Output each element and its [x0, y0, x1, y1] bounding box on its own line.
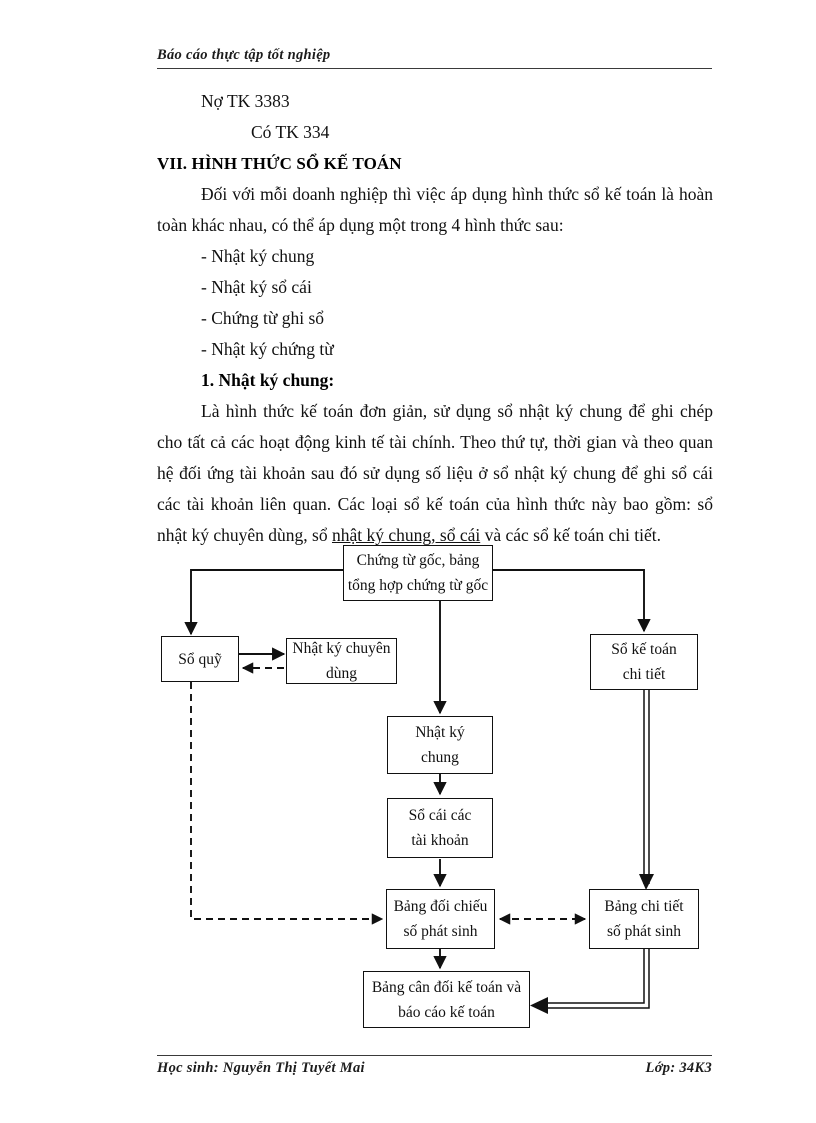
arrowhead-detailbalance	[639, 874, 654, 890]
node-line: Bảng đối chiếu	[393, 898, 488, 915]
section-heading: VII. HÌNH THỨC SỔ KẾ TOÁN	[157, 154, 402, 173]
header-divider	[157, 68, 712, 69]
list-item: - Nhật ký chung	[201, 246, 315, 266]
main-paragraph: Là hình thức kế toán đơn giản, sử dụng s…	[157, 396, 713, 551]
intro-paragraph: Đối với mỗi doanh nghiệp thì việc áp dụn…	[157, 184, 713, 235]
footer-divider	[157, 1055, 712, 1056]
node-line: báo cáo kế toán	[398, 1003, 495, 1021]
node-final-report: Bảng cân đối kế toán và báo cáo kế toán	[363, 971, 530, 1028]
main-paragraph-text: Là hình thức kế toán đơn giản, sử dụng s…	[157, 401, 713, 545]
node-line: Sổ kế toán	[611, 641, 677, 658]
node-line: Sổ quỹ	[178, 650, 222, 668]
node-line: Bảng cân đối kế toán và	[371, 978, 522, 996]
footer-class: Lớp: 34K3	[645, 1060, 712, 1076]
connector-source-to-cashbook	[184, 569, 343, 636]
node-detail-ledger: Sổ kế toán chi tiết	[590, 634, 698, 690]
connector-source-to-detailledger	[493, 569, 651, 633]
sub-heading: 1. Nhật ký chung:	[201, 370, 335, 390]
node-general-journal: Nhật ký chung	[387, 716, 493, 774]
node-line: tài khoản	[411, 832, 469, 849]
node-line: dùng	[326, 665, 357, 682]
list-item: - Chứng từ ghi sổ	[201, 308, 325, 328]
node-line: chi tiết	[622, 666, 666, 683]
main-paragraph-underlined: nhật ký chung, sổ cái	[331, 525, 481, 545]
header-title: Báo cáo thực tập tốt nghiệp	[157, 47, 331, 63]
node-line: Sổ cái các	[408, 807, 472, 824]
journal-entry-debit: Nợ TK 3383	[201, 91, 290, 111]
node-special-journal: Nhật ký chuyên dùng	[286, 638, 397, 684]
node-general-ledger: Sổ cái các tài khoản	[387, 798, 493, 858]
node-line: tổng hợp chứng từ gốc	[347, 577, 489, 594]
footer-student-name: Học sinh: Nguyễn Thị Tuyết Mai	[157, 1060, 365, 1076]
node-line: Chứng từ gốc, bảng	[356, 552, 480, 569]
node-source-documents: Chứng từ gốc, bảng tổng hợp chứng từ gốc	[343, 545, 493, 601]
connector-cashbook-to-trialbalance	[190, 682, 384, 925]
connector-detailbalance-to-finalreport-b	[537, 949, 650, 1009]
list-item: - Nhật ký sổ cái	[201, 277, 312, 297]
node-line: chung	[421, 749, 459, 766]
node-line: Nhật ký	[415, 724, 465, 741]
list-item: - Nhật ký chứng từ	[201, 339, 334, 359]
arrowhead-finalreport	[530, 997, 548, 1014]
main-paragraph-tail: và các sổ kế toán chi tiết.	[480, 525, 661, 545]
journal-entry-credit: Có TK 334	[251, 122, 330, 142]
node-line: Nhật ký chuyên	[292, 640, 391, 657]
connector-detailbalance-to-finalreport-a	[537, 949, 645, 1004]
node-line: số phát sinh	[606, 923, 682, 940]
node-cash-book: Sổ quỹ	[161, 636, 239, 682]
node-trial-balance: Bảng đối chiếu số phát sinh	[386, 889, 495, 949]
running-header: Báo cáo thực tập tốt nghiệp	[157, 47, 712, 64]
document-body: Nợ TK 3383 Có TK 334 VII. HÌNH THỨC SỔ K…	[157, 86, 713, 551]
node-line: số phát sinh	[403, 923, 478, 940]
node-detail-balance: Bảng chi tiết số phát sinh	[589, 889, 699, 949]
node-line: Bảng chi tiết	[604, 898, 684, 915]
running-footer: Học sinh: Nguyễn Thị Tuyết Mai Lớp: 34K3	[157, 1060, 712, 1077]
